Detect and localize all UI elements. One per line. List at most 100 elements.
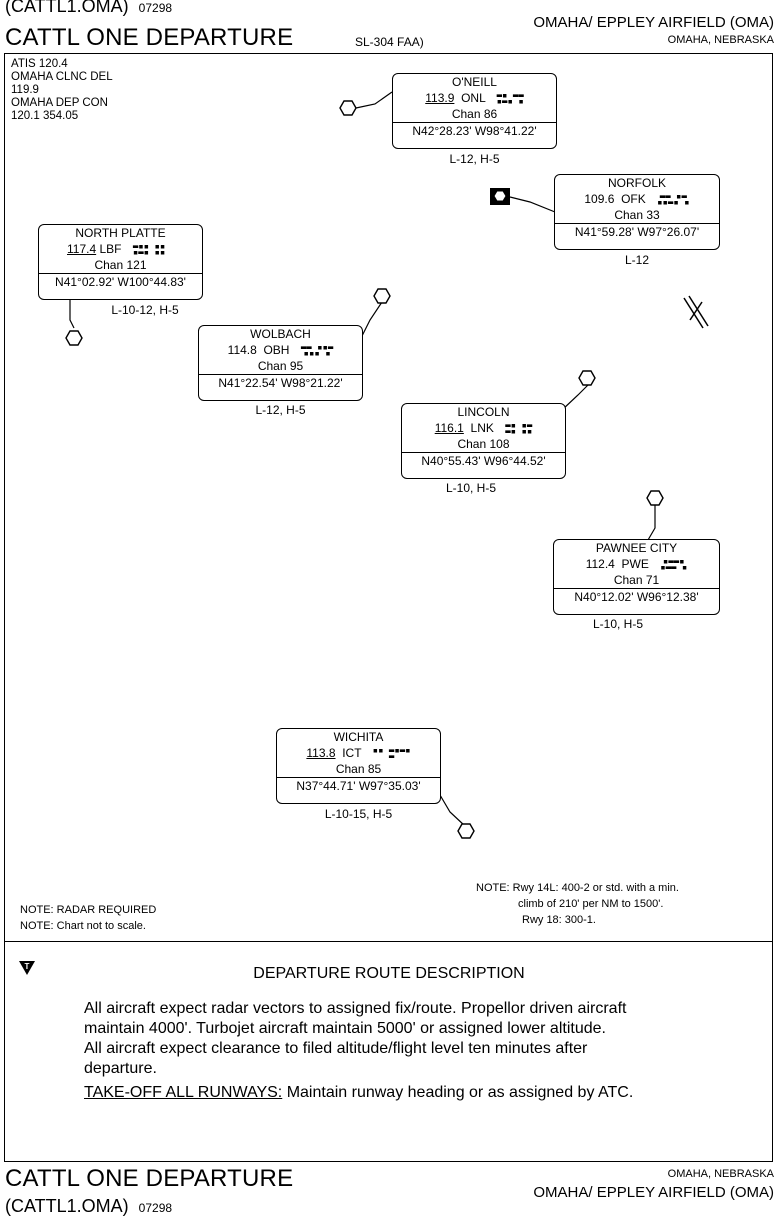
- sl-reference: SL-304 FAA): [355, 35, 424, 49]
- lincoln-frequency: 116.1: [434, 421, 464, 435]
- northplatte-morse-code: ▬▪▪ ▪▪▪▬▪ ▪▪: [132, 241, 166, 258]
- airport-icon: [683, 295, 709, 329]
- footer-airport: OMAHA/ EPPLEY AIRFIELD (OMA): [533, 1184, 774, 1201]
- section-divider: [4, 941, 773, 942]
- wolbach-morse-code: ▬▬ ▪▪▬▪▪▪ ▪: [300, 342, 334, 359]
- lincoln-ident-row: 116.1 LNK ▬▪ ▪▬▬▪ ▪▪: [402, 420, 565, 436]
- norfolk-ident-row: 109.6 OFK ▬▬ ▪▬▪▪▬▪ ▪: [555, 191, 719, 207]
- norfolk-frequency: 109.6: [584, 192, 615, 206]
- wichita-vor-icon: [457, 823, 475, 839]
- departure-route-text: All aircraft expect radar vectors to ass…: [84, 999, 764, 1103]
- takeoff-instruction: TAKE-OFF ALL RUNWAYS: Maintain runway he…: [84, 1083, 764, 1103]
- comms-block: ATIS 120.4 OMAHA CLNC DEL 119.9 OMAHA DE…: [11, 58, 113, 123]
- lincoln-channel: Chan 108: [457, 437, 510, 451]
- oneill-channel: Chan 86: [451, 107, 498, 121]
- oneill-coordinates: N42°28.23' W98°41.22': [393, 122, 556, 139]
- northplatte-name: NORTH PLATTE: [75, 226, 166, 240]
- norfolk-chart-refs: L-12: [624, 253, 650, 267]
- lincoln-leader-line: [561, 384, 589, 411]
- note-not-to-scale: NOTE: Chart not to scale.: [20, 920, 146, 932]
- wolbach-identifier: OBH: [263, 343, 290, 357]
- wolbach-chart-refs: L-12, H-5: [255, 403, 306, 417]
- norfolk-leader-line: [509, 196, 556, 213]
- wolbach-ident-row: 114.8 OBH ▬▬ ▪▪▬▪▪▪ ▪: [199, 342, 362, 358]
- northplatte-channel: Chan 121: [94, 258, 147, 272]
- route-line-1: All aircraft expect radar vectors to ass…: [84, 1000, 627, 1017]
- navaid-pawnee: PAWNEE CITY 112.4 PWE ▪▬▬▪▪▬▬ ▪ Chan 71 …: [553, 539, 720, 615]
- procedure-code-number: 07298: [138, 1, 173, 15]
- norfolk-vortac-icon: [490, 188, 510, 205]
- footer-city: OMAHA, NEBRASKA: [667, 1168, 774, 1180]
- footer-code-number: 07298: [138, 1201, 173, 1215]
- clearance-delivery-label: OMAHA CLNC DEL: [11, 71, 113, 83]
- navaid-oneill: O'NEILL 113.9 ONL ▬▪ ▬▬▪▬▪ ▪ Chan 86 N42…: [392, 73, 557, 149]
- wichita-morse-code: ▪▪ ▬▪▬▪▬: [372, 745, 411, 762]
- navaid-northplatte: NORTH PLATTE 117.4 LBF ▬▪▪ ▪▪▪▬▪ ▪▪ Chan…: [38, 224, 203, 300]
- wolbach-coordinates: N41°22.54' W98°21.22': [199, 374, 362, 391]
- wichita-name: WICHITA: [333, 730, 384, 744]
- wichita-ident-row: 113.8 ICT ▪▪ ▬▪▬▪▬: [277, 745, 440, 761]
- page-title: CATTL ONE DEPARTURE: [5, 24, 294, 51]
- oneill-chart-refs: L-12, H-5: [449, 152, 500, 166]
- procedure-code-text: (CATTL1.OMA): [5, 0, 129, 16]
- footer-code-text: (CATTL1.OMA): [5, 1196, 129, 1216]
- navaid-lincoln: LINCOLN 116.1 LNK ▬▪ ▪▬▬▪ ▪▪ Chan 108 N4…: [401, 403, 566, 479]
- pawnee-name: PAWNEE CITY: [595, 541, 678, 555]
- northplatte-coordinates: N41°02.92' W100°44.83': [39, 273, 202, 290]
- lincoln-morse-code: ▬▪ ▪▬▬▪ ▪▪: [505, 420, 533, 437]
- procedure-code: (CATTL1.OMA) 07298: [5, 0, 172, 17]
- oneill-identifier: ONL: [461, 91, 486, 105]
- northplatte-chart-refs: L-10-12, H-5: [111, 303, 179, 317]
- lincoln-name: LINCOLN: [457, 405, 510, 419]
- departure-control-label: OMAHA DEP CON: [11, 97, 108, 109]
- wichita-chart-refs: L-10-15, H-5: [324, 807, 393, 821]
- takeoff-minimums-icon: T: [19, 961, 35, 975]
- navaid-wichita: WICHITA 113.8 ICT ▪▪ ▬▪▬▪▬ Chan 85 N37°4…: [276, 728, 441, 804]
- lincoln-chart-refs: L-10, H-5: [445, 481, 497, 495]
- route-line-3: All aircraft expect clearance to filed a…: [84, 1040, 588, 1057]
- oneill-ident-row: 113.9 ONL ▬▪ ▬▬▪▬▪ ▪: [393, 90, 556, 106]
- note-rwy18: Rwy 18: 300-1.: [522, 914, 596, 926]
- navaid-wolbach: WOLBACH 114.8 OBH ▬▬ ▪▪▬▪▪▪ ▪ Chan 95 N4…: [198, 325, 363, 401]
- wichita-coordinates: N37°44.71' W97°35.03': [277, 777, 440, 794]
- lincoln-vor-icon: [578, 370, 596, 386]
- pawnee-channel: Chan 71: [613, 573, 660, 587]
- northplatte-identifier: LBF: [99, 242, 122, 256]
- oneill-frequency: 113.9: [425, 91, 455, 105]
- clearance-delivery-freq: 119.9: [11, 84, 39, 96]
- oneill-name: O'NEILL: [452, 75, 497, 89]
- pawnee-coordinates: N40°12.02' W96°12.38': [554, 588, 719, 605]
- northplatte-frequency: 117.4: [67, 242, 97, 256]
- pawnee-chart-refs: L-10, H-5: [592, 617, 644, 631]
- wichita-leader-line: [439, 794, 466, 827]
- wolbach-vor-icon: [373, 288, 391, 304]
- pawnee-leader-line: [647, 505, 656, 541]
- wichita-frequency: 113.8: [306, 746, 336, 760]
- wichita-identifier: ICT: [342, 746, 362, 760]
- wolbach-leader-line: [361, 301, 383, 337]
- route-line-2: maintain 4000'. Turbojet aircraft mainta…: [84, 1020, 606, 1037]
- lincoln-identifier: LNK: [470, 421, 494, 435]
- lincoln-coordinates: N40°55.43' W96°44.52': [402, 452, 565, 469]
- svg-text:T: T: [25, 962, 30, 971]
- norfolk-name: NORFOLK: [607, 176, 666, 190]
- norfolk-morse-code: ▬▬ ▪▬▪▪▬▪ ▪: [657, 191, 690, 208]
- chart-frame: [4, 53, 773, 1162]
- airport-city: OMAHA, NEBRASKA: [667, 34, 774, 46]
- pawnee-frequency: 112.4: [585, 557, 615, 571]
- wolbach-channel: Chan 95: [257, 359, 304, 373]
- norfolk-channel: Chan 33: [614, 208, 660, 222]
- airport-name: OMAHA/ EPPLEY AIRFIELD (OMA): [533, 14, 774, 31]
- oneill-morse-code: ▬▪ ▬▬▪▬▪ ▪: [496, 90, 524, 107]
- navaid-norfolk: NORFOLK 109.6 OFK ▬▬ ▪▬▪▪▬▪ ▪ Chan 33 N4…: [554, 174, 720, 250]
- atis-freq: ATIS 120.4: [11, 58, 68, 70]
- oneill-leader-line: [355, 91, 393, 109]
- departure-control-freq: 120.1 354.05: [11, 110, 79, 122]
- pawnee-vor-icon: [646, 490, 664, 506]
- route-line-4: departure.: [84, 1060, 157, 1077]
- note-climb-gradient: climb of 210' per NM to 1500'.: [518, 898, 664, 910]
- wolbach-frequency: 114.8: [227, 343, 257, 357]
- wolbach-name: WOLBACH: [250, 327, 311, 341]
- takeoff-text: Maintain runway heading or as assigned b…: [282, 1084, 634, 1101]
